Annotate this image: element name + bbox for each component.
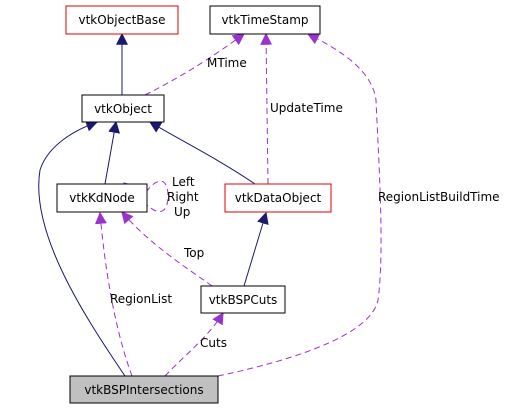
node-box — [69, 375, 219, 404]
edge-dataobject-to-timestamp — [260, 32, 273, 185]
node-vtktimestamp[interactable]: vtkTimeStamp — [209, 5, 321, 35]
node-label: vtkKdNode — [69, 191, 135, 205]
node-box — [200, 285, 286, 314]
edge-kdnode-self-loop — [123, 180, 169, 212]
edge-bspintersections-to-kdnode — [94, 211, 133, 377]
edge-labels: MTime UpdateTime RegionListBuildTime Lef… — [110, 56, 500, 350]
label-region-list: RegionList — [110, 292, 172, 306]
node-vtkobjectbase[interactable]: vtkObjectBase — [65, 5, 179, 35]
node-label: vtkDataObject — [235, 191, 322, 205]
node-vtkobject[interactable]: vtkObject — [81, 94, 165, 123]
edge-bspintersections-to-timestamp — [217, 33, 382, 377]
usage-edges — [94, 32, 382, 377]
edge-bspcuts-to-dataobject — [243, 211, 269, 287]
node-box — [81, 94, 165, 123]
node-label: vtkBSPIntersections — [84, 383, 203, 397]
edge-bspcuts-to-kdnode — [121, 211, 213, 287]
edge-dataobject-to-object — [148, 121, 256, 185]
node-vtkbspintersections[interactable]: vtkBSPIntersections — [69, 375, 219, 404]
node-box — [65, 5, 179, 35]
node-box — [56, 183, 148, 213]
label-cuts: Cuts — [200, 336, 227, 350]
node-label: vtkObject — [94, 102, 152, 116]
edge-kdnode-to-object — [104, 120, 121, 185]
label-top: Top — [183, 246, 204, 260]
label-left: Left — [172, 175, 195, 189]
node-label: vtkObjectBase — [78, 13, 165, 27]
node-label: vtkBSPCuts — [209, 293, 278, 307]
edge-object-to-timestamp — [144, 33, 245, 96]
label-right: Right — [167, 190, 199, 204]
label-region-list-build-time: RegionListBuildTime — [378, 190, 500, 204]
node-vtkkdnode[interactable]: vtkKdNode — [56, 183, 148, 213]
edge-bspintersections-to-object — [38, 120, 126, 377]
node-label: vtkTimeStamp — [221, 13, 308, 27]
node-box — [209, 5, 321, 35]
label-up: Up — [174, 205, 190, 219]
label-update-time: UpdateTime — [270, 101, 343, 115]
edge-bspintersections-to-bspcuts — [164, 311, 224, 377]
node-box — [224, 183, 332, 213]
node-vtkbspcuts[interactable]: vtkBSPCuts — [200, 285, 286, 314]
label-mtime: MTime — [207, 56, 247, 70]
inheritance-edges — [38, 32, 269, 377]
node-vtkdataobject[interactable]: vtkDataObject — [224, 183, 332, 213]
